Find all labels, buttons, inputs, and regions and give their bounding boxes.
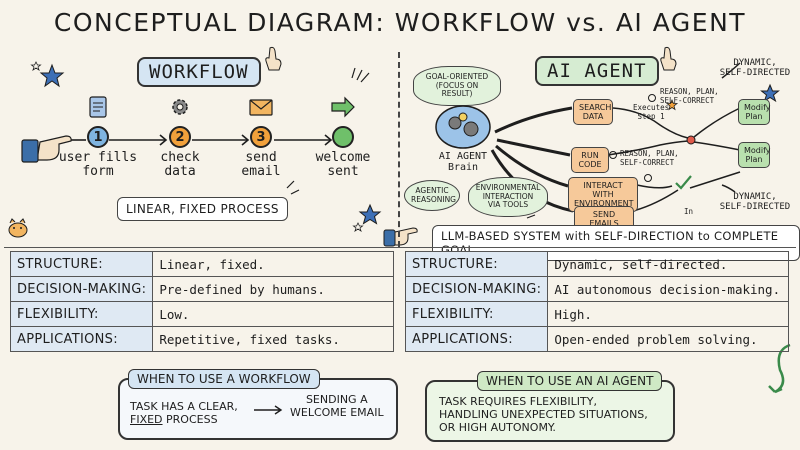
table-value: Low. bbox=[152, 301, 394, 327]
table-value: Repetitive, fixed tasks. bbox=[152, 326, 394, 352]
step-number: 2 bbox=[169, 126, 191, 148]
linear-process-badge: LINEAR, FIXED PROCESS bbox=[117, 197, 288, 221]
agent-use-condition: TASK REQUIRES FLEXIBILITY,HANDLING UNEXP… bbox=[439, 395, 648, 434]
x-marker-icon bbox=[686, 135, 696, 145]
star-icon bbox=[30, 61, 42, 71]
when-to-use-agent-box: WHEN TO USE AN AI AGENT TASK REQUIRES FL… bbox=[425, 371, 675, 442]
star-icon bbox=[352, 222, 364, 232]
table-key: STRUCTURE: bbox=[9, 251, 154, 277]
arrow-right-icon bbox=[254, 405, 283, 415]
table-key: DECISION-MAKING: bbox=[9, 276, 154, 302]
pointing-hand-icon bbox=[21, 135, 72, 163]
table-key: DECISION-MAKING: bbox=[404, 276, 549, 302]
reason-plan-note-1: REASON, PLAN,SELF-CORRECT bbox=[660, 87, 719, 105]
table-row: APPLICATIONS:Repetitive, fixed tasks. bbox=[9, 326, 394, 352]
when-to-use-workflow-box: WHEN TO USE A WORKFLOW TASK HAS A CLEAR,… bbox=[118, 369, 398, 440]
agent-comparison-table: STRUCTURE:Dynamic, self-directed. DECISI… bbox=[404, 251, 789, 352]
goal-bubble: GOAL-ORIENTED(FOCUS ON RESULT) bbox=[413, 66, 501, 106]
table-value: High. bbox=[547, 301, 789, 327]
table-row: APPLICATIONS:Open-ended problem solving. bbox=[404, 326, 789, 352]
tiger-doodle-icon bbox=[8, 218, 28, 238]
envelope-icon bbox=[249, 99, 273, 116]
table-row: DECISION-MAKING:AI autonomous decision-m… bbox=[404, 276, 789, 302]
table-key: FLEXIBILITY: bbox=[404, 301, 549, 327]
workflow-header: WORKFLOW bbox=[137, 57, 261, 87]
pointing-hand-icon bbox=[383, 227, 418, 247]
pointing-hand-icon bbox=[265, 46, 282, 71]
panel-divider bbox=[398, 52, 400, 247]
table-row: FLEXIBILITY:High. bbox=[404, 301, 789, 327]
arrow-right-icon bbox=[331, 96, 355, 118]
table-key: APPLICATIONS: bbox=[9, 326, 154, 352]
dynamic-note-top: DYNAMIC,SELF-DIRECTED bbox=[719, 58, 791, 78]
page-title: CONCEPTUAL DIAGRAM: WORKFLOW vs. AI AGEN… bbox=[53, 8, 747, 37]
table-key: APPLICATIONS: bbox=[404, 326, 549, 352]
star-icon bbox=[39, 63, 65, 88]
clipboard-icon bbox=[89, 96, 107, 118]
star-icon bbox=[665, 98, 679, 111]
section-divider bbox=[4, 247, 796, 248]
gear-icon bbox=[172, 99, 188, 115]
executes-step-label: Executes Step 1 bbox=[633, 103, 670, 121]
refresh-icon bbox=[609, 94, 656, 182]
curl-arrow-icon bbox=[768, 343, 791, 394]
workflow-connectors bbox=[71, 134, 333, 146]
table-row: STRUCTURE:Dynamic, self-directed. bbox=[404, 251, 789, 277]
when-to-use-agent-title: WHEN TO USE AN AI AGENT bbox=[477, 371, 663, 391]
table-row: STRUCTURE:Linear, fixed. bbox=[9, 251, 394, 277]
table-value: AI autonomous decision-making. bbox=[547, 276, 789, 302]
star-icon bbox=[358, 203, 382, 225]
table-value: Linear, fixed. bbox=[152, 251, 394, 277]
workflow-use-condition: TASK HAS A CLEAR,FIXED PROCESS bbox=[130, 400, 238, 426]
table-value: Dynamic, self-directed. bbox=[547, 251, 789, 277]
star-icon bbox=[760, 83, 780, 103]
checkmark-icon bbox=[675, 175, 692, 190]
agent-header: AI AGENT bbox=[535, 56, 659, 86]
dynamic-note-bottom: DYNAMIC,SELF-DIRECTED bbox=[719, 192, 791, 212]
step-number: 3 bbox=[250, 126, 272, 148]
table-row: DECISION-MAKING:Pre-defined by humans. bbox=[9, 276, 394, 302]
table-row: FLEXIBILITY:Low. bbox=[9, 301, 394, 327]
step-number: 1 bbox=[87, 126, 109, 148]
table-value: Pre-defined by humans. bbox=[152, 276, 394, 302]
when-to-use-workflow-title: WHEN TO USE A WORKFLOW bbox=[128, 369, 320, 389]
brain-icon bbox=[435, 105, 491, 149]
table-value: Open-ended problem solving. bbox=[547, 326, 789, 352]
table-key: STRUCTURE: bbox=[404, 251, 549, 277]
reason-plan-note-2: REASON, PLAN,SELF-CORRECT bbox=[620, 149, 679, 167]
table-key: FLEXIBILITY: bbox=[9, 301, 154, 327]
workflow-comparison-table: STRUCTURE:Linear, fixed. DECISION-MAKING… bbox=[9, 251, 394, 352]
step-number bbox=[332, 126, 354, 148]
in-label: In bbox=[684, 207, 694, 216]
pointing-hand-icon bbox=[660, 46, 677, 71]
